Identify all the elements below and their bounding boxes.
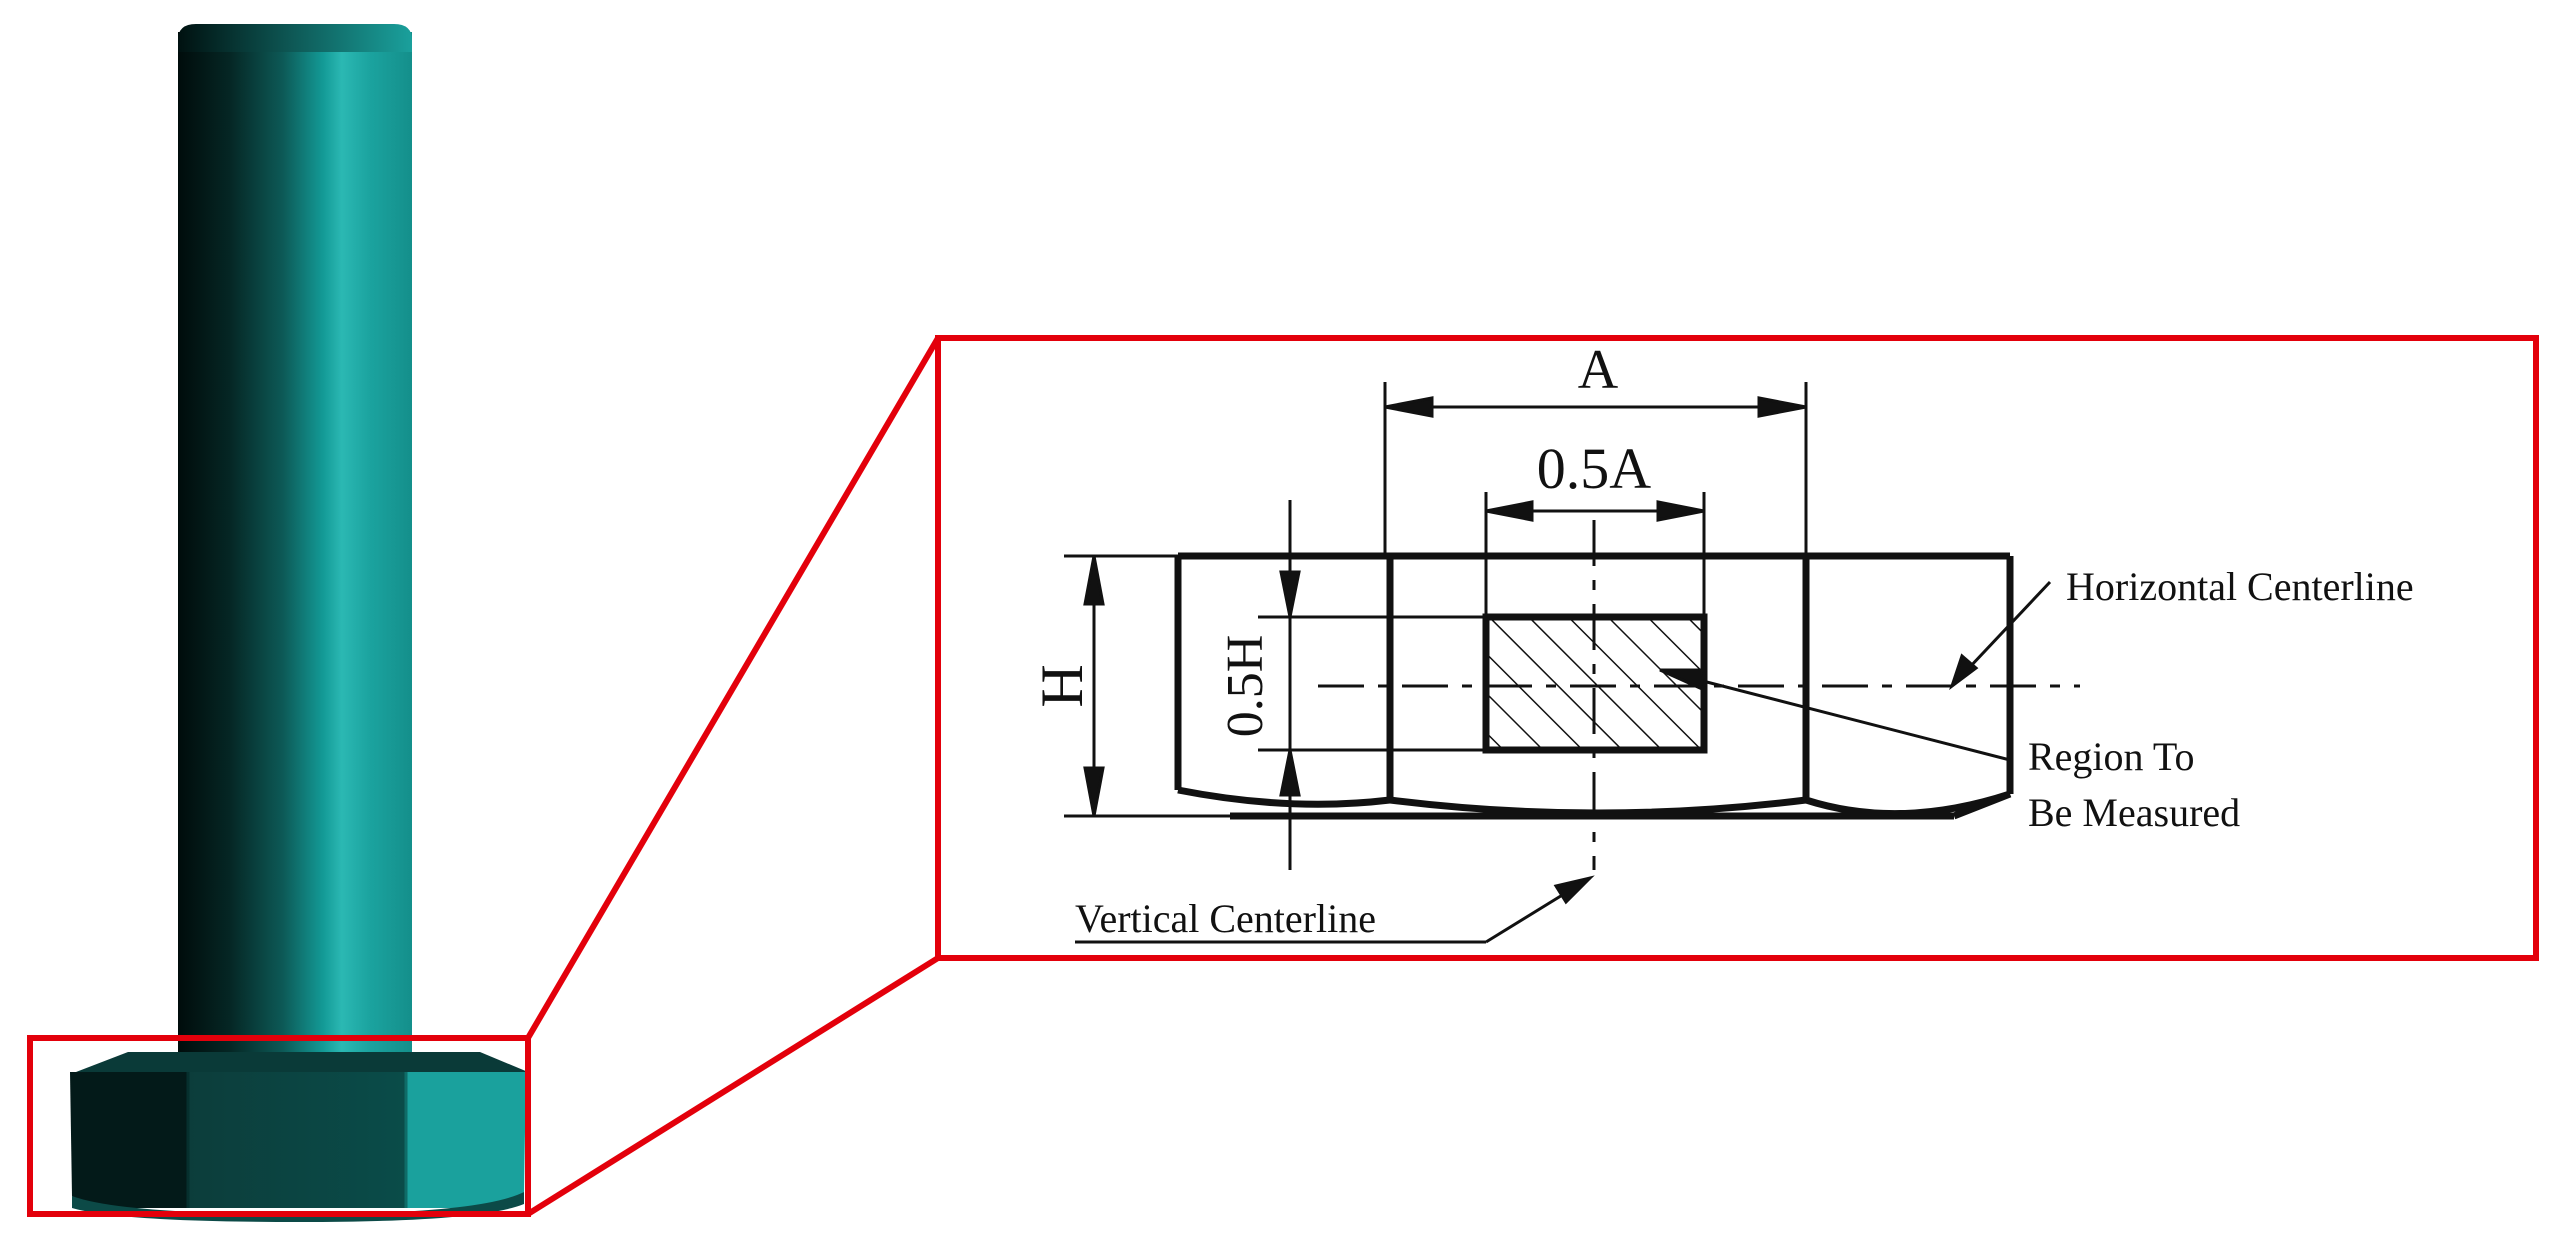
label-region-line2: Be Measured (2028, 790, 2240, 835)
label-region-line1: Region To (2028, 734, 2194, 779)
dimension-a (1383, 382, 1808, 556)
leader-horizontal-centerline (1949, 580, 2052, 691)
bolt-3d-model (70, 24, 528, 1222)
hex-face-right (406, 1072, 526, 1208)
leader-vertical-centerline (1075, 875, 1595, 944)
callout-connector-bottom (526, 955, 940, 1217)
label-vertical-centerline: Vertical Centerline (1075, 896, 1376, 941)
callout-connector-top (525, 336, 941, 1040)
label-half-h: 0.5H (1217, 635, 1274, 738)
hex-face-middle (188, 1072, 406, 1208)
head-profile (1174, 552, 2014, 820)
callout-source-box (27, 1035, 531, 1217)
label-h: H (1029, 664, 1095, 707)
hex-face-left (70, 1072, 188, 1208)
label-half-a: 0.5A (1537, 436, 1652, 501)
callout-detail-box (935, 335, 2539, 961)
section-drawing (1064, 382, 2080, 944)
dimension-half-h (1258, 500, 1486, 870)
hex-head-top (76, 1052, 528, 1072)
leader-region (1659, 668, 2011, 762)
bolt-shank-top (178, 24, 412, 52)
dimension-h (1064, 554, 1230, 818)
label-a: A (1578, 339, 1619, 401)
zoom-callout (27, 335, 2539, 1217)
dimension-half-a (1484, 492, 1706, 617)
label-horizontal-centerline: Horizontal Centerline (2066, 564, 2414, 609)
bolt-shank (178, 32, 412, 1092)
